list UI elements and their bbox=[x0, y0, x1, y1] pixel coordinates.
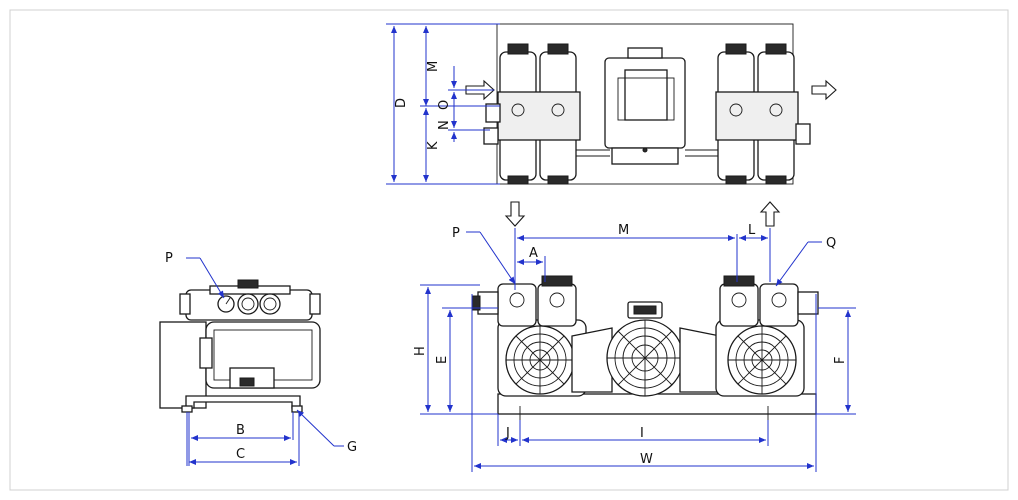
front-right-heads bbox=[719, 275, 819, 327]
label-Q: Q bbox=[826, 236, 836, 251]
label-F: F bbox=[833, 357, 848, 364]
front-motor bbox=[571, 301, 721, 397]
label-K: K bbox=[426, 141, 441, 150]
label-G: G bbox=[347, 440, 357, 455]
drawing-frame bbox=[9, 9, 1009, 491]
side-view: P G B C bbox=[159, 251, 357, 466]
label-N: N bbox=[437, 120, 452, 130]
label-D: D bbox=[394, 98, 409, 108]
label-I: I bbox=[640, 426, 644, 441]
label-P-front: P bbox=[452, 226, 460, 241]
label-B: B bbox=[236, 423, 245, 438]
label-M-front: M bbox=[618, 223, 629, 238]
inlet-arrow-icon bbox=[504, 201, 526, 227]
label-O: O bbox=[437, 100, 452, 110]
front-right-pump bbox=[715, 319, 805, 397]
label-H: H bbox=[413, 346, 428, 356]
label-C: C bbox=[236, 447, 245, 462]
label-A: A bbox=[529, 246, 538, 261]
label-E: E bbox=[435, 356, 450, 364]
front-left-heads bbox=[471, 275, 577, 327]
outlet-arrow-icon bbox=[811, 79, 837, 101]
side-fan-cover bbox=[159, 321, 207, 409]
top-view: D M O N K bbox=[386, 23, 837, 185]
top-right-pump-heads bbox=[715, 43, 811, 185]
label-J: J bbox=[505, 426, 510, 441]
outlet-arrow-icon bbox=[759, 201, 781, 227]
top-motor bbox=[604, 47, 686, 165]
label-L: L bbox=[748, 223, 756, 238]
top-left-pump-heads bbox=[483, 43, 581, 185]
label-W: W bbox=[640, 452, 653, 467]
label-P-side: P bbox=[165, 251, 173, 266]
front-view: A M L P Q H E F J I W bbox=[413, 201, 856, 472]
label-M-top: M bbox=[426, 61, 441, 72]
